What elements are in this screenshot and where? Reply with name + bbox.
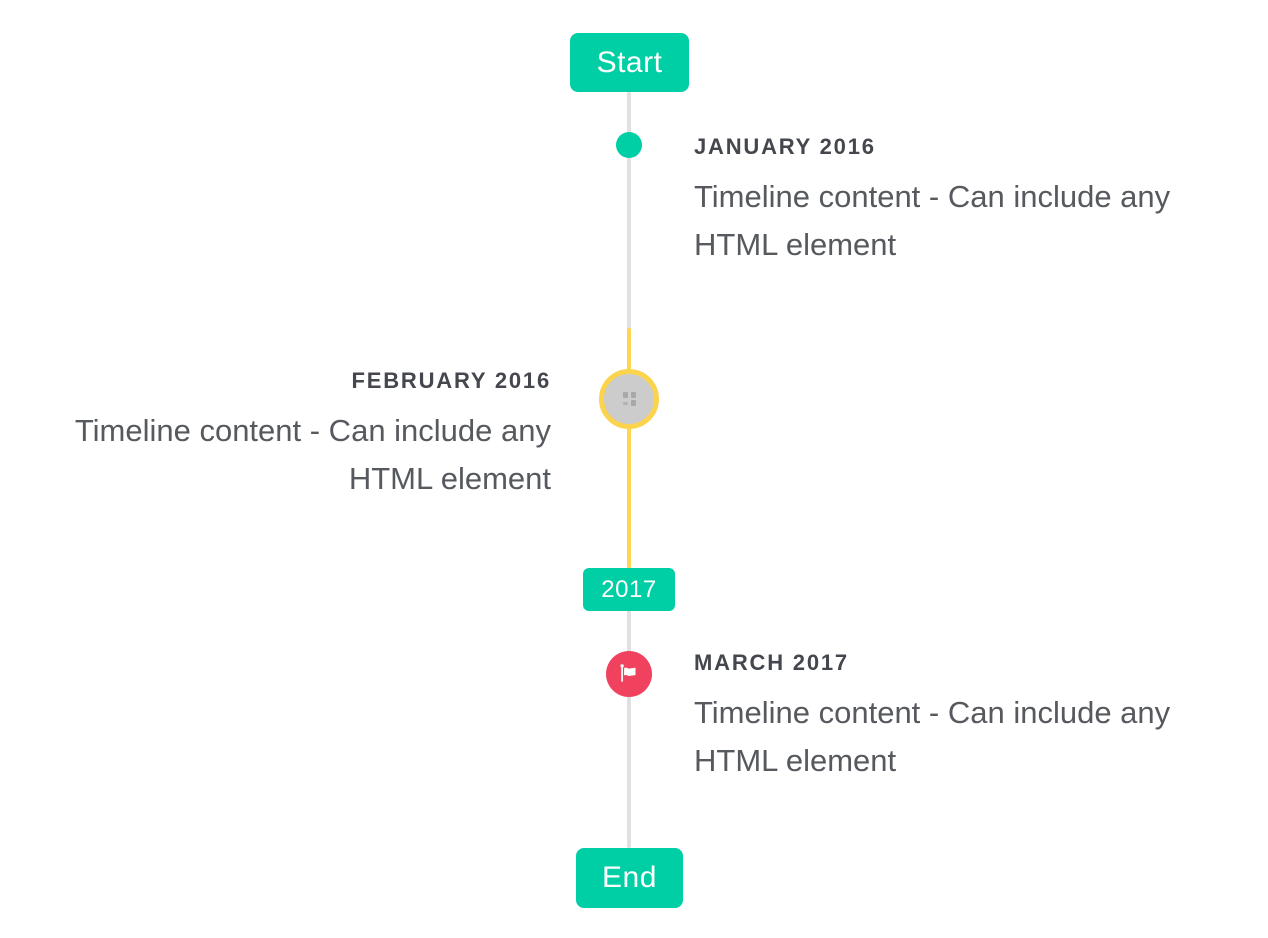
start-badge-label: Start	[596, 45, 663, 79]
event-dot-marker	[616, 132, 642, 158]
flag-marker	[606, 651, 652, 697]
entry-date: MARCH 2017	[694, 650, 849, 675]
start-badge: Start	[570, 33, 689, 92]
timeline-entry: JANUARY 2016 Timeline content - Can incl…	[694, 133, 1229, 269]
image-placeholder-marker	[599, 369, 659, 429]
entry-content: Timeline content - Can include any HTML …	[74, 413, 551, 496]
end-badge-label: End	[602, 861, 657, 894]
broken-image-placeholder-icon	[622, 392, 636, 406]
timeline-entry: FEBRUARY 2016 Timeline content - Can inc…	[16, 367, 551, 503]
year-badge: 2017	[583, 568, 675, 611]
entry-content: Timeline content - Can include any HTML …	[694, 695, 1171, 778]
entry-content: Timeline content - Can include any HTML …	[694, 179, 1171, 262]
entry-date: JANUARY 2016	[694, 134, 876, 159]
end-badge: End	[576, 848, 683, 908]
entry-date: FEBRUARY 2016	[351, 368, 551, 393]
timeline-line-highlight	[627, 328, 631, 568]
timeline-entry: MARCH 2017 Timeline content - Can includ…	[694, 649, 1229, 785]
year-badge-label: 2017	[601, 575, 657, 603]
flag-icon	[620, 664, 636, 682]
